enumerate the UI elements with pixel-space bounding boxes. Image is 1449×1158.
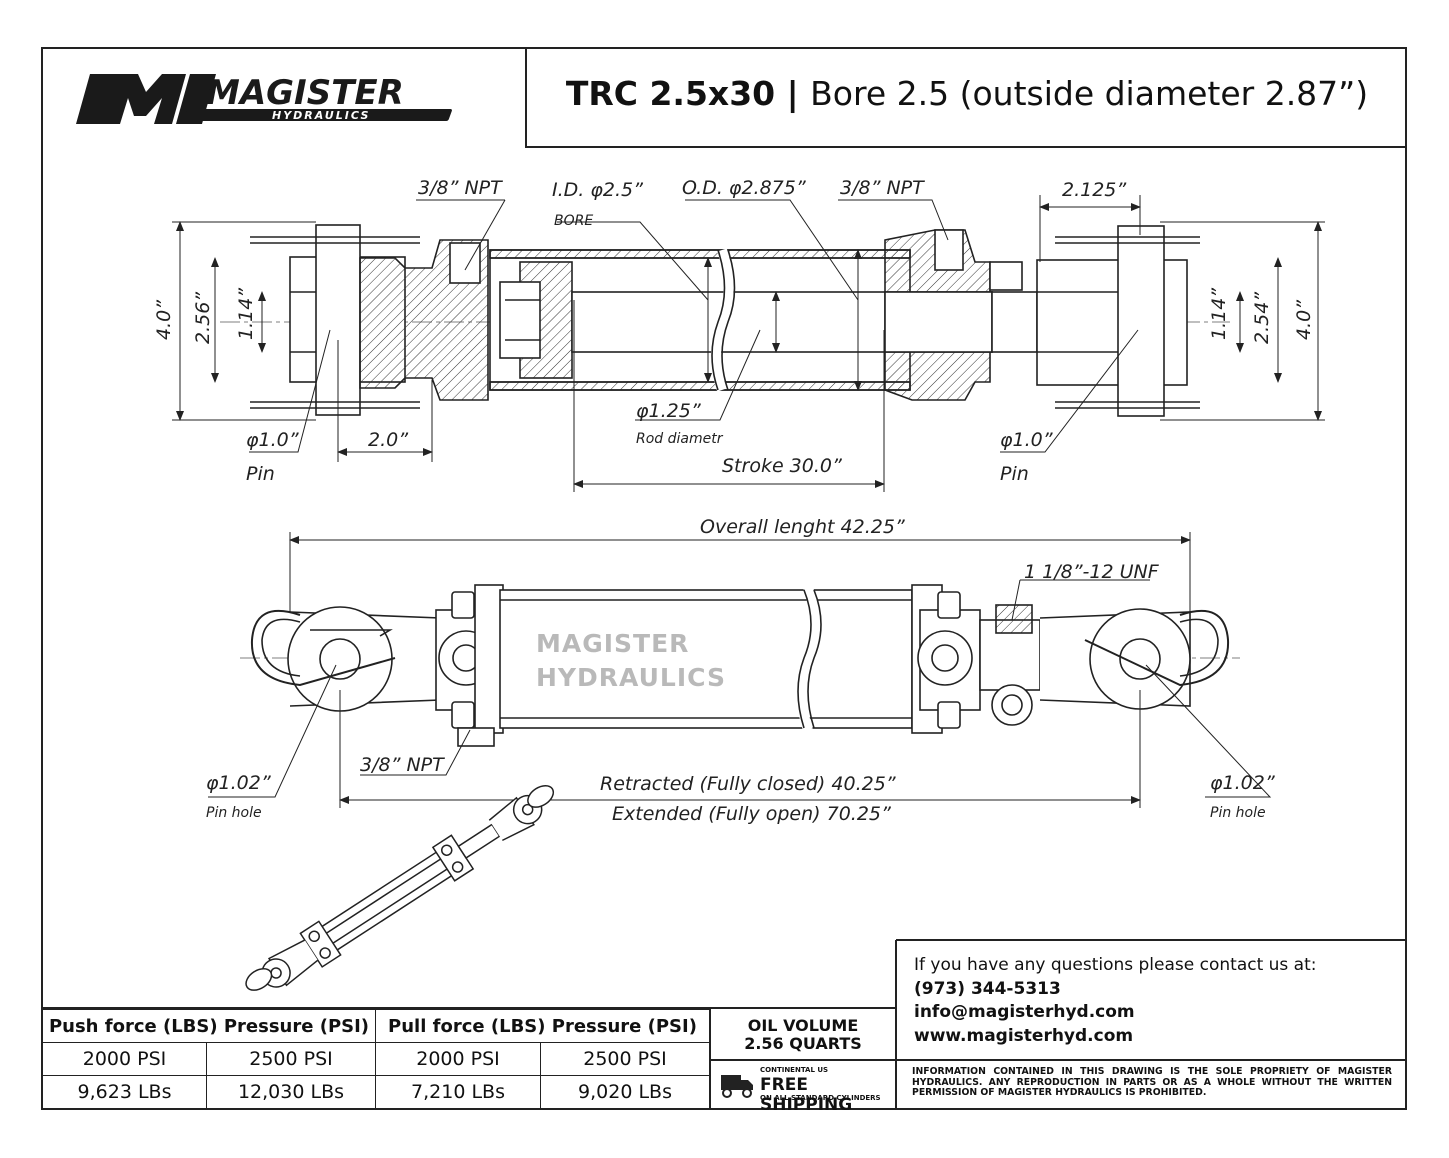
header-divider [525, 48, 527, 147]
push-force-header: Push force (LBS) Pressure (PSI) [42, 1009, 376, 1043]
table-cell: 9,623 LBs [42, 1075, 207, 1109]
table-cell: 2000 PSI [375, 1042, 541, 1076]
left-height-mid: 2.56” [192, 292, 214, 344]
right-height-inner: 1.14” [1208, 288, 1230, 340]
right-height-outer: 4.0” [1293, 300, 1315, 340]
pin-left-offset: 2.0” [368, 429, 408, 451]
left-height-inner: 1.14” [235, 288, 257, 340]
left-height-outer: 4.0” [153, 300, 175, 340]
stroke-label: Stroke 30.0” [722, 455, 842, 477]
section-view [220, 224, 1230, 417]
pin-left-label: Pin [246, 463, 275, 485]
contact-website[interactable]: www.magisterhyd.com [914, 1025, 1134, 1046]
contact-phone[interactable]: (973) 344-5313 [914, 978, 1061, 999]
legal-notice: INFORMATION CONTAINED IN THIS DRAWING IS… [912, 1066, 1392, 1098]
table-cell: 2500 PSI [206, 1042, 376, 1076]
table-row: 9,623 LBs 12,030 LBs 7,210 LBs 9,020 LBs [42, 1075, 710, 1109]
pinhole-right-diameter: φ1.02” [1210, 772, 1275, 794]
pin-right-label: Pin [1000, 463, 1029, 485]
pinhole-right-label: Pin hole [1210, 805, 1266, 821]
pin-left-diameter: φ1.0” [246, 429, 299, 451]
free-shipping-badge: CONTINENTAL US FREE SHIPPING ON ALL STAN… [718, 1066, 896, 1115]
contact-block: If you have any questions please contact… [914, 954, 1317, 1048]
npt-right-label: 3/8” NPT [840, 177, 925, 199]
bore-id-label: I.D. φ2.5” [552, 179, 643, 201]
extended-length: Extended (Fully open) 70.25” [612, 803, 891, 825]
side-npt-label: 3/8” NPT [360, 754, 445, 776]
page-title: TRC 2.5x30 | Bore 2.5 (outside diameter … [565, 74, 1369, 113]
pinhole-left-diameter: φ1.02” [206, 772, 271, 794]
contact-intro: If you have any questions please contact… [914, 955, 1317, 975]
retracted-length: Retracted (Fully closed) 40.25” [600, 773, 896, 795]
cylinder-isometric [245, 784, 555, 991]
rod-label: Rod diametr [636, 431, 724, 447]
table-cell: 12,030 LBs [206, 1075, 376, 1109]
table-cell: 9,020 LBs [540, 1075, 710, 1109]
bore-label: BORE [554, 213, 593, 229]
watermark-2: HYDRAULICS [536, 663, 726, 692]
table-cell: 2000 PSI [42, 1042, 207, 1076]
right-height-mid: 2.54” [1251, 292, 1273, 344]
header-bottom-line [525, 146, 1407, 148]
watermark-1: MAGISTER [536, 629, 689, 658]
logo-brand: MAGISTER [206, 73, 404, 113]
logo-sub: HYDRAULICS [272, 109, 370, 122]
oil-volume: OIL VOLUME 2.56 QUARTS [744, 1016, 862, 1053]
pull-force-header: Pull force (LBS) Pressure (PSI) [375, 1009, 710, 1043]
drawing-frame [41, 47, 1407, 1110]
contact-email[interactable]: info@magisterhyd.com [914, 1002, 1135, 1022]
thread-label: 1 1/8”-12 UNF [1024, 561, 1160, 583]
npt-left-label: 3/8” NPT [418, 177, 503, 199]
table-cell: 2500 PSI [540, 1042, 710, 1076]
overall-length: Overall lenght 42.25” [700, 516, 905, 538]
table-cell: 7,210 LBs [375, 1075, 541, 1109]
rod-diameter: φ1.25” [636, 400, 701, 422]
pinhole-left-label: Pin hole [206, 805, 262, 821]
table-row: 2000 PSI 2500 PSI 2000 PSI 2500 PSI [42, 1042, 710, 1076]
force-table: Push force (LBS) Pressure (PSI) Pull for… [42, 1009, 710, 1109]
truck-icon [721, 1075, 753, 1098]
clevis-width-label: 2.125” [1062, 179, 1126, 201]
side-view [240, 584, 1240, 747]
magister-logo: MAGISTER HYDRAULICS [76, 73, 452, 124]
pin-right-diameter: φ1.0” [1000, 429, 1053, 451]
side-barrel [499, 589, 913, 729]
od-label: O.D. φ2.875” [682, 177, 806, 199]
